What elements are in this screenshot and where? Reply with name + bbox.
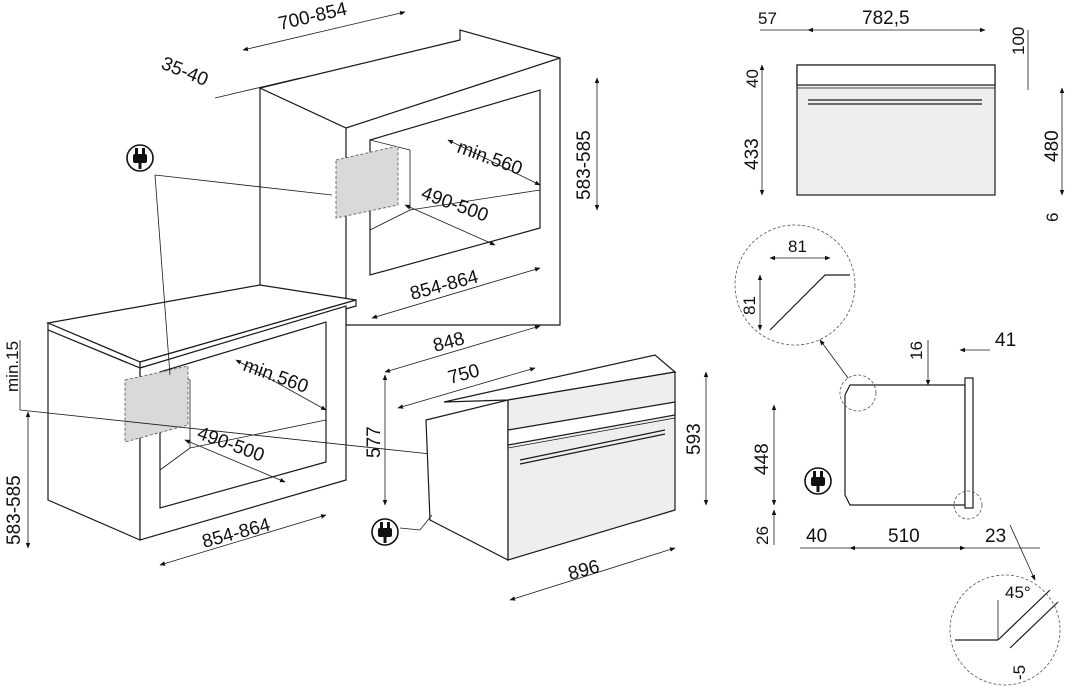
dim-100-label: 100 xyxy=(1009,27,1028,55)
dim-583-585-bottom-label: 583-585 xyxy=(4,475,25,545)
dim-448-label: 448 xyxy=(752,443,773,475)
dim-433-label: 433 xyxy=(742,138,763,170)
dim-854-864-bottom-label: 854-864 xyxy=(200,514,273,552)
dim-583-585-bottom: 583-585 xyxy=(4,411,31,549)
dim-700-854-label: 700-854 xyxy=(276,0,349,35)
plug-icon xyxy=(371,518,399,546)
detail-45-degree: 45° -5 xyxy=(949,574,1061,686)
dim-896-label: 896 xyxy=(566,556,602,584)
dim-583-585-top-label: 583-585 xyxy=(574,130,595,200)
dim-577-label: 577 xyxy=(364,426,385,458)
plug-icon xyxy=(126,144,154,172)
dim-593: 593 xyxy=(684,371,709,506)
dim-min15-label: min.15 xyxy=(3,341,22,392)
lower-cabinet xyxy=(45,284,357,541)
dim-577: 577 xyxy=(364,374,388,506)
dim-81-v-label: 81 xyxy=(740,296,759,315)
dim-26-label: 26 xyxy=(753,526,772,545)
dim-16-label: 16 xyxy=(907,341,926,360)
dim-750-label: 750 xyxy=(446,360,482,388)
dim-41-label: 41 xyxy=(995,330,1016,351)
dim-782-5-label: 782,5 xyxy=(862,8,910,29)
dim-480-label: 480 xyxy=(1042,130,1063,162)
dim-minus5-label: -5 xyxy=(1010,665,1029,680)
dim-896: 896 xyxy=(509,547,676,601)
dim-81-h-label: 81 xyxy=(788,237,807,256)
dim-583-585-top: 583-585 xyxy=(574,77,600,211)
dim-23-label: 23 xyxy=(985,526,1006,547)
oven-perspective xyxy=(399,354,677,561)
dim-45deg-label: 45° xyxy=(1005,583,1031,602)
dim-593-label: 593 xyxy=(684,423,705,455)
dim-510-label: 510 xyxy=(888,526,920,547)
dim-848-label: 848 xyxy=(431,328,467,356)
oven-front-view xyxy=(796,64,996,196)
plug-icon xyxy=(804,467,832,495)
dim-6-label: 6 xyxy=(1043,213,1062,222)
dim-700-854: 700-854 xyxy=(242,0,406,52)
dim-35-40-label: 35-40 xyxy=(158,53,211,91)
dim-min15: min.15 xyxy=(3,340,22,410)
dim-57-label: 57 xyxy=(758,9,777,28)
dim-40-side-label: 40 xyxy=(806,526,827,547)
oven-side-view xyxy=(839,374,983,520)
detail-chamfer: 81 81 xyxy=(734,224,856,346)
dim-40-front-label: 40 xyxy=(743,69,762,88)
